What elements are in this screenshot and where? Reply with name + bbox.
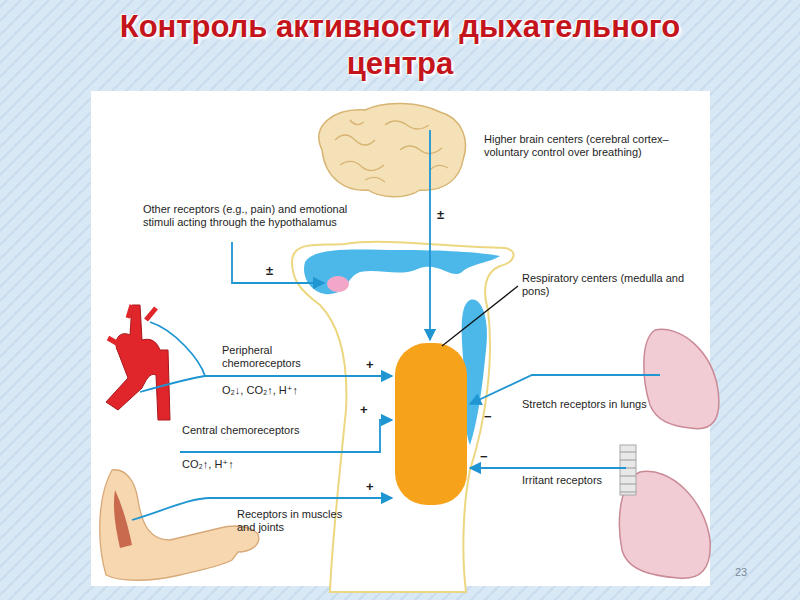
brain: [319, 103, 466, 196]
slide-number: 23: [735, 566, 747, 579]
respiratory-center: [395, 343, 467, 505]
ventricle: [304, 250, 500, 295]
trachea: [620, 445, 636, 495]
lung: [644, 329, 719, 428]
chemical-stimuli: CO₂↑, H⁺↑: [182, 458, 234, 471]
slide-title: Контроль активности дыхательного центра: [100, 8, 700, 82]
arm: [100, 470, 259, 580]
sign: ±: [437, 208, 444, 222]
sign: ±: [266, 264, 273, 278]
leader-line: [442, 286, 518, 346]
sign: +: [366, 358, 374, 372]
label-text: Peripheral chemoreceptors: [222, 344, 352, 370]
chemical-stimuli: O₂↓, CO₂↑, H⁺↑: [222, 384, 298, 397]
label-text: Respiratory centers (medulla and pons): [522, 272, 708, 298]
sign: +: [366, 480, 374, 494]
aorta: [106, 305, 170, 420]
brainstem: [292, 242, 514, 592]
sign: −: [480, 450, 488, 464]
label-text: Higher brain centers (cerebral cortex–vo…: [484, 133, 706, 159]
hypothalamus: [327, 276, 349, 292]
label-text: Irritant receptors: [522, 474, 612, 487]
sign: −: [484, 410, 492, 424]
label-text: Stretch receptors in lungs: [522, 398, 672, 411]
signal-arrows: [132, 130, 660, 520]
label-text: Other receptors (e.g., pain) and emotion…: [143, 203, 363, 229]
label-text: Receptors in muscles and joints: [237, 508, 357, 534]
sign: +: [360, 403, 368, 417]
label-text: Central chemoreceptors: [182, 424, 302, 437]
